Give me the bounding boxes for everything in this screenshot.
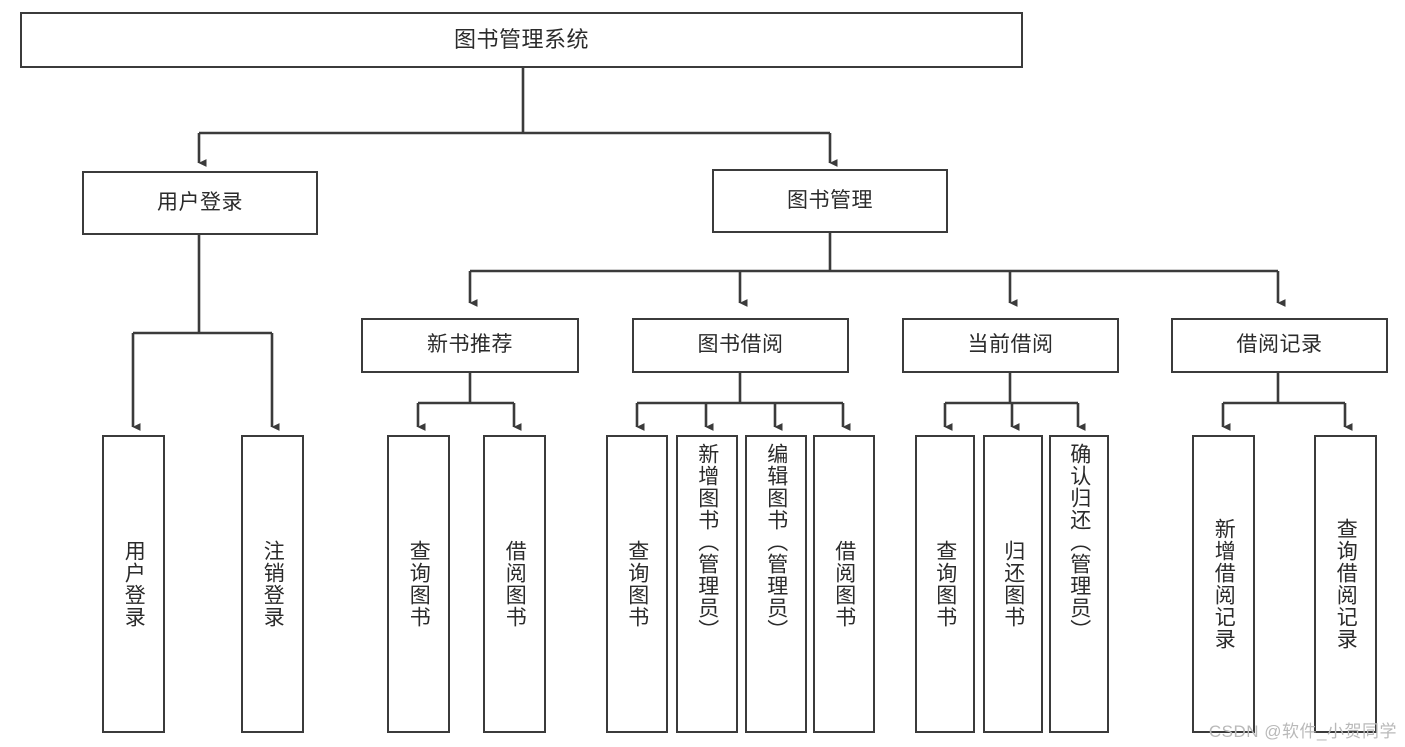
node-borrow-record[interactable]: 借阅记录 [1171, 318, 1388, 373]
node-label: 查询图书 [407, 540, 431, 628]
csdn-watermark: CSDN @软件_小贺同学 [1208, 722, 1397, 741]
node-label: 图书借阅 [697, 333, 784, 357]
node-label: 确认归还（管理员） [1067, 443, 1091, 641]
leaf-user-login-login[interactable]: 用户登录 [102, 435, 165, 733]
leaf-current-borrow-return-book[interactable]: 归还图书 [983, 435, 1043, 733]
node-root-book-management-system[interactable]: 图书管理系统 [20, 12, 1023, 68]
node-label: 归还图书 [1001, 540, 1025, 628]
leaf-borrow-record-add-record[interactable]: 新增借阅记录 [1192, 435, 1255, 733]
node-label: 查询图书 [933, 540, 957, 628]
node-label: 编辑图书（管理员） [764, 443, 788, 641]
node-user-login[interactable]: 用户登录 [82, 171, 318, 235]
leaf-new-book-query-book[interactable]: 查询图书 [387, 435, 450, 733]
node-label: 借阅图书 [832, 540, 856, 628]
node-label: 当前借阅 [967, 333, 1054, 357]
node-current-borrow[interactable]: 当前借阅 [902, 318, 1119, 373]
node-label: 图书管理系统 [453, 27, 589, 53]
node-label: 图书管理 [787, 188, 873, 212]
leaf-current-borrow-confirm-return-admin[interactable]: 确认归还（管理员） [1049, 435, 1109, 733]
leaf-book-borrow-query-book[interactable]: 查询图书 [606, 435, 668, 733]
node-label: 用户登录 [157, 190, 243, 214]
node-label: 查询借阅记录 [1334, 518, 1358, 650]
node-label: 新增图书（管理员） [695, 443, 719, 641]
leaf-new-book-borrow-book[interactable]: 借阅图书 [483, 435, 546, 733]
node-label: 新书推荐 [427, 333, 513, 357]
leaf-book-borrow-add-book-admin[interactable]: 新增图书（管理员） [676, 435, 738, 733]
node-label: 新增借阅记录 [1212, 518, 1236, 650]
leaf-book-borrow-borrow-book[interactable]: 借阅图书 [813, 435, 875, 733]
node-label: 用户登录 [122, 540, 146, 628]
leaf-borrow-record-query-record[interactable]: 查询借阅记录 [1314, 435, 1377, 733]
node-label: 注销登录 [261, 540, 285, 628]
node-label: 借阅图书 [503, 540, 527, 628]
leaf-book-borrow-edit-book-admin[interactable]: 编辑图书（管理员） [745, 435, 807, 733]
leaf-user-login-logout[interactable]: 注销登录 [241, 435, 304, 733]
node-label: 查询图书 [625, 540, 649, 628]
node-label: 借阅记录 [1236, 333, 1323, 357]
node-book-borrow[interactable]: 图书借阅 [632, 318, 849, 373]
leaf-current-borrow-query-book[interactable]: 查询图书 [915, 435, 975, 733]
node-new-book-recommend[interactable]: 新书推荐 [361, 318, 579, 373]
node-book-management[interactable]: 图书管理 [712, 169, 948, 233]
